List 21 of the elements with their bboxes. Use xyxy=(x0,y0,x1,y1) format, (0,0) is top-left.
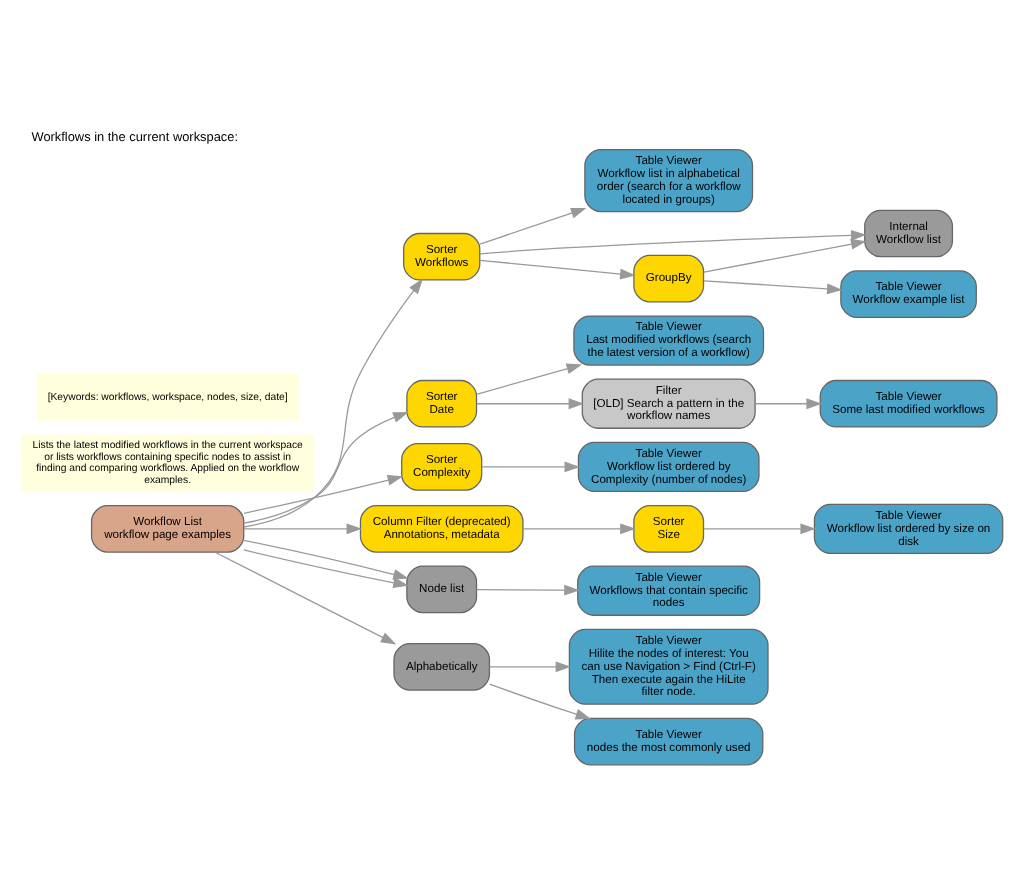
arrow xyxy=(488,682,592,719)
arrow xyxy=(703,237,867,272)
arrow xyxy=(243,522,362,534)
arrow xyxy=(754,397,822,409)
arrow xyxy=(243,548,409,588)
arrow xyxy=(488,660,572,672)
arrow xyxy=(479,258,636,279)
arrow xyxy=(703,279,843,294)
arrow xyxy=(243,411,409,523)
arrow xyxy=(703,522,816,534)
arrow xyxy=(522,522,636,534)
arrow xyxy=(475,397,585,409)
arrow xyxy=(479,206,587,244)
arrow xyxy=(214,550,397,644)
arrow xyxy=(243,473,404,513)
arrow xyxy=(243,277,423,527)
arrow xyxy=(479,228,867,254)
arrow xyxy=(243,538,409,579)
arrow xyxy=(475,362,583,394)
arrow xyxy=(481,460,580,472)
arrow xyxy=(475,583,580,595)
